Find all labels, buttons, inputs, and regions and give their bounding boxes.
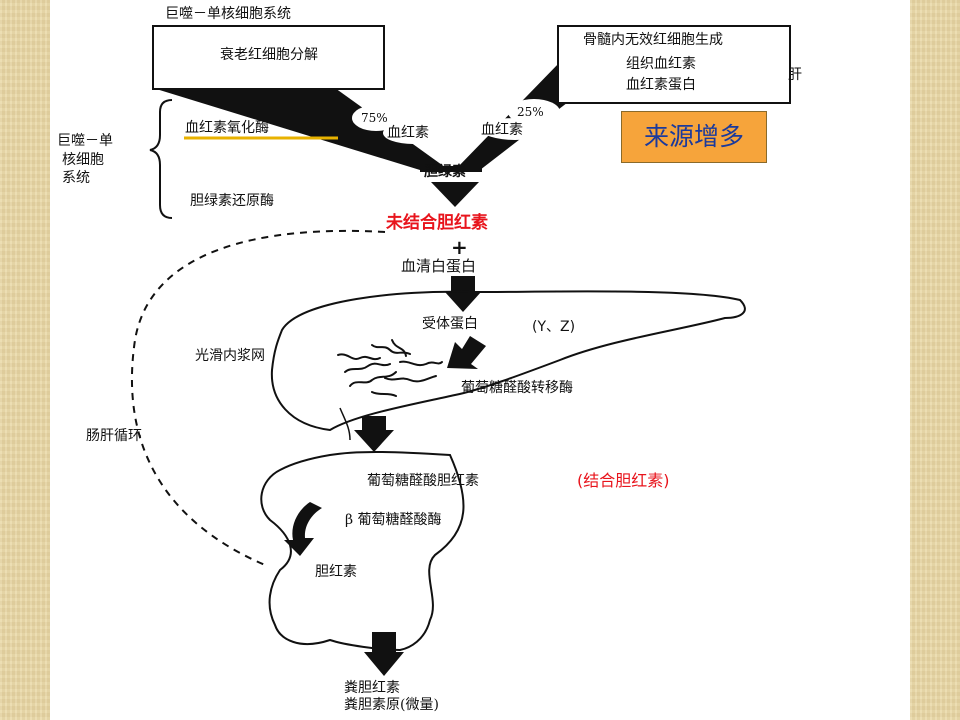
label-biliverdin-reductase: 胆绿素还原酶	[190, 193, 274, 209]
box-senescent-rbc	[152, 25, 385, 90]
arrow-receptor	[447, 336, 486, 369]
intestine-outline	[260, 450, 465, 652]
label-top-system: 巨噬－单核细胞系统	[165, 6, 291, 22]
label-pct-right: 25%	[517, 105, 544, 119]
label-glucuronide-bilirubin: 葡萄糖醛酸胆红素	[367, 473, 479, 489]
label-enzyme-system-3: 系统	[62, 170, 90, 186]
label-fecal-bilirubin: 粪胆红素	[344, 680, 400, 696]
label-heme-oxygenase: 血红素氧化酶	[185, 120, 269, 136]
ser-structure-icon	[337, 339, 443, 397]
heme-left-oval	[383, 122, 443, 144]
liver-outline	[270, 290, 746, 432]
label-smooth-er: 光滑内浆网	[195, 348, 265, 364]
arrow-transferase-stem	[362, 416, 386, 432]
label-fecal-urobilinogen: 粪胆素原(微量)	[344, 697, 439, 713]
label-biliverdin: 胆绿素	[424, 164, 466, 180]
label-receptor-protein: 受体蛋白	[422, 316, 478, 332]
label-liver: 肝	[788, 67, 802, 83]
duct-line	[339, 407, 351, 441]
callout-increased-source: 来源增多	[621, 111, 767, 163]
label-bilirubin: 胆红素	[315, 564, 357, 580]
heme-right-oval	[481, 118, 549, 140]
label-enterohepatic: 肠肝循环	[86, 428, 142, 444]
label-unconjugated-bilirubin: 未结合胆红素	[386, 213, 488, 233]
funnel-stem	[420, 166, 482, 172]
arrow-albumin-head	[445, 292, 481, 312]
arrow-fecal-stem	[372, 632, 396, 655]
label-receptor-yz: (Y、Z)	[532, 319, 576, 335]
enterohepatic-dashed-loop	[131, 229, 386, 566]
label-senescent-rbc: 衰老红细胞分解	[220, 47, 318, 63]
pct-left-oval	[352, 105, 400, 131]
label-enzyme-system-1: 巨噬－单	[57, 133, 113, 149]
arrow-to-bilirubin	[431, 182, 479, 207]
label-heme-right: 血红素	[481, 122, 523, 138]
funnel-left-arm	[153, 88, 449, 170]
label-heme-left: 血红素	[387, 125, 429, 141]
label-plus: +	[451, 235, 468, 259]
arrow-transferase-head	[354, 430, 394, 452]
label-glucuronidase: β 葡萄糖醛酸酶	[345, 512, 442, 528]
label-ineffective-erythropoiesis: 骨髓内无效红细胞生成	[583, 32, 723, 48]
brace-enzyme-system	[149, 99, 173, 219]
label-enzyme-system-2: 核细胞	[62, 152, 104, 168]
curved-arrow-glucuronidase	[284, 502, 322, 556]
box-ineffective-erythropoiesis	[557, 25, 791, 104]
label-pct-left: 75%	[361, 111, 388, 125]
label-serum-albumin: 血清白蛋白	[401, 257, 477, 275]
label-heme-protein: 血红素蛋白	[626, 77, 696, 93]
label-conjugated-note: (结合胆红素)	[577, 471, 670, 490]
arrow-albumin-stem	[451, 276, 475, 294]
label-tissue-heme: 组织血红素	[626, 56, 696, 72]
label-transferase: 葡萄糖醛酸转移酶	[461, 380, 573, 396]
arrow-fecal-head	[364, 652, 404, 676]
